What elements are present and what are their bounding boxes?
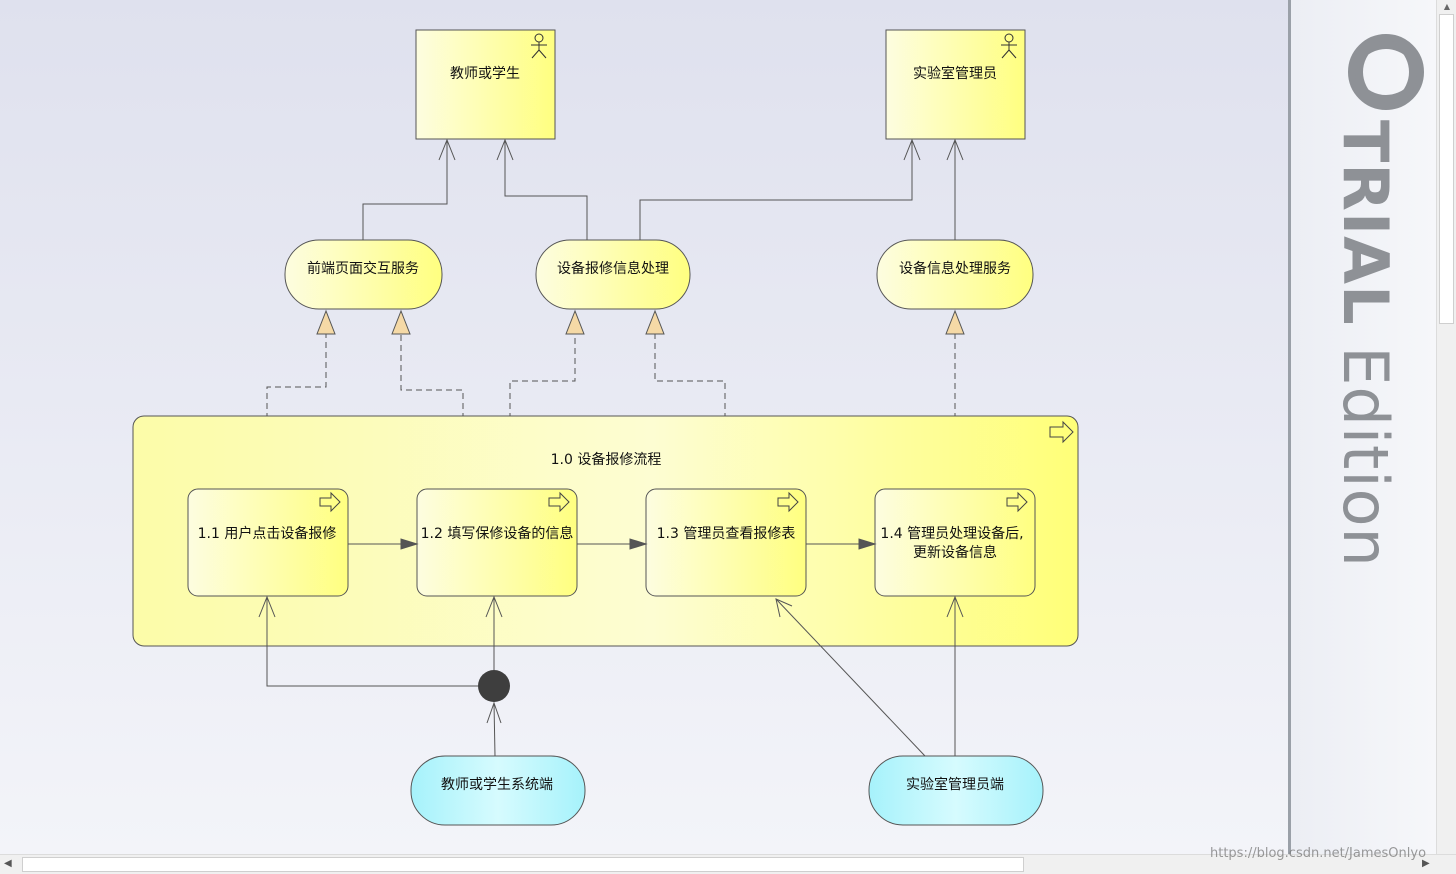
service-device-info[interactable]: 设备信息处理服务: [876, 239, 1034, 310]
process-step-4[interactable]: 1.4 管理员处理设备后, 更新设备信息: [874, 488, 1036, 597]
process-step-3[interactable]: 1.3 管理员查看报修表: [645, 488, 807, 597]
actor-icon: [531, 33, 547, 59]
vertical-scrollbar[interactable]: ▲: [1436, 0, 1456, 854]
interface-label: 教师或学生系统端: [441, 777, 553, 793]
process-repair-flow[interactable]: 1.0 设备报修流程: [132, 415, 1079, 647]
actor-label: 教师或学生: [450, 66, 520, 82]
process-icon: [777, 491, 799, 513]
actor-icon: [1001, 33, 1017, 59]
actor-label: 实验室管理员: [913, 65, 997, 82]
horizontal-scroll-thumb[interactable]: [22, 857, 1024, 872]
step-label: 1.1 用户点击设备报修: [198, 525, 337, 542]
arrowhead: [946, 138, 964, 161]
horizontal-scrollbar[interactable]: ◀ ▶: [0, 854, 1456, 874]
arrowhead: [903, 138, 921, 161]
actor-lab-admin[interactable]: 实验室管理员: [885, 29, 1026, 140]
process-title: 1.0 设备报修流程: [551, 451, 662, 468]
process-step-1[interactable]: 1.1 用户点击设备报修: [187, 488, 349, 597]
interface-connections: [258, 595, 964, 757]
diagram-canvas[interactable]: 教师或学生 实验室管理员 前端页面交互服务 设备报修信息处理 设备信息处理服务: [0, 0, 1288, 854]
service-label: 设备信息处理服务: [899, 260, 1011, 277]
interface-user-client[interactable]: 教师或学生系统端: [410, 755, 586, 826]
step-label-line1: 1.4 管理员处理设备后,: [880, 525, 1023, 542]
process-step-2[interactable]: 1.2 填写保修设备的信息: [416, 488, 578, 597]
realization-arrowheads: [316, 309, 965, 335]
arrowhead: [438, 138, 456, 161]
serves-repair-to-teacher: [504, 140, 588, 240]
process-icon: [548, 491, 570, 513]
scroll-up-icon[interactable]: ▲: [1443, 2, 1451, 11]
step-label-line2: 更新设备信息: [913, 544, 997, 561]
process-icon: [1049, 420, 1074, 444]
step-label: 1.3 管理员查看报修表: [657, 526, 796, 542]
realizes-step2-frontend: [400, 334, 464, 489]
arrowhead: [496, 138, 514, 161]
admin-to-step3: [775, 598, 926, 757]
side-panel: [1288, 0, 1436, 854]
service-repair-info[interactable]: 设备报修信息处理: [535, 239, 691, 310]
scroll-right-icon[interactable]: ▶: [1422, 858, 1430, 869]
assignment-connections: [362, 138, 964, 240]
process-icon: [1006, 491, 1028, 513]
trial-logo-icon: [1348, 34, 1424, 110]
service-frontend[interactable]: 前端页面交互服务: [284, 239, 443, 310]
scroll-left-icon[interactable]: ◀: [4, 858, 12, 869]
triggering-connections: [348, 538, 877, 550]
interface-label: 实验室管理员端: [906, 776, 1004, 793]
junction-to-step1: [266, 597, 478, 687]
junction-dot[interactable]: [478, 670, 510, 702]
actor-teacher-student[interactable]: 教师或学生: [415, 29, 556, 140]
step-label: 1.2 填写保修设备的信息: [421, 525, 574, 542]
vertical-scroll-thumb[interactable]: [1439, 14, 1454, 324]
service-label: 前端页面交互服务: [307, 260, 419, 277]
serves-repair-to-admin: [639, 140, 913, 240]
service-label: 设备报修信息处理: [557, 260, 669, 277]
serves-frontend-to-teacher: [362, 140, 448, 240]
process-icon: [319, 491, 341, 513]
interface-admin-client[interactable]: 实验室管理员端: [868, 755, 1044, 826]
archimate-diagram: 教师或学生 实验室管理员 前端页面交互服务 设备报修信息处理 设备信息处理服务: [132, 29, 1079, 826]
client-to-junction: [493, 702, 496, 757]
url-watermark: https://blog.csdn.net/JamesOnlyo: [1210, 846, 1427, 861]
trial-edition-watermark: TRIAL Edition: [1329, 120, 1402, 568]
